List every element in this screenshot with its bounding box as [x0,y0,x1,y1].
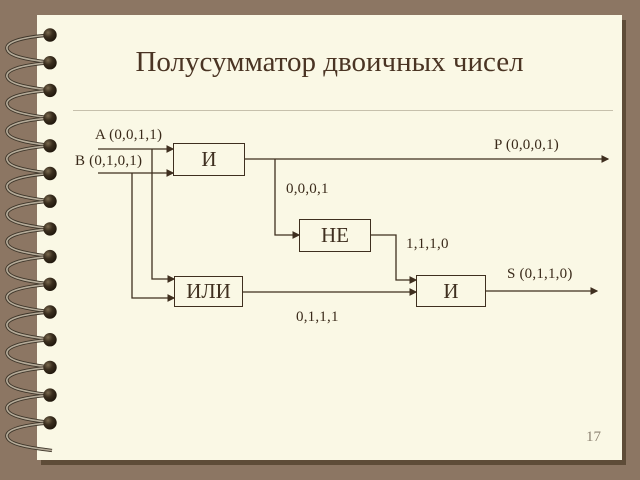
wire-b-to-or [131,173,176,302]
wire-a-to-or [151,149,176,283]
slide [37,15,622,460]
title-divider [73,110,613,111]
gate-or: ИЛИ [174,276,243,307]
wire-label-not-out: 1,1,1,0 [406,236,449,252]
circuit-wires [98,145,610,302]
slide-title: Полусумматор двоичных чисел [135,46,524,78]
gate-and-2: И [416,275,486,307]
input-a-label: A (0,0,1,1) [95,127,163,143]
input-b-label: B (0,1,0,1) [75,153,143,169]
page-number: 17 [586,429,601,445]
wire-and1-to-not [274,159,301,239]
wire-not-to-and2 [371,234,418,284]
gate-not: НЕ [299,219,371,252]
gate-and-1: И [173,143,245,176]
spiral-binding [5,26,59,453]
gate-not-label: НЕ [321,223,349,247]
gate-and-2-label: И [443,278,459,303]
wire-label-or-out: 0,1,1,1 [296,309,339,325]
gate-or-label: ИЛИ [186,279,231,303]
gate-and-1-label: И [201,147,217,171]
output-p-label: P (0,0,0,1) [494,137,559,153]
wire-label-and1-out: 0,0,0,1 [286,181,329,197]
output-s-label: S (0,1,1,0) [507,266,573,282]
